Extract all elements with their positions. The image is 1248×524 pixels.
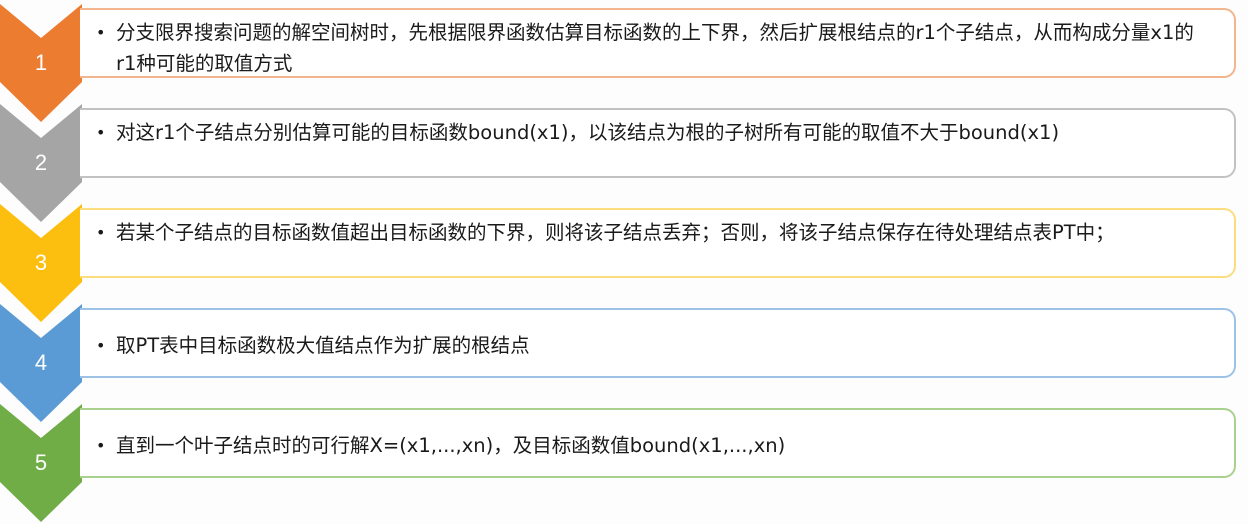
step-number: 1 — [34, 50, 48, 75]
bullet-icon: • — [96, 336, 106, 355]
step-description: 分支限界搜索问题的解空间树时，先根据限界函数估算目标函数的上下界，然后扩展根结点… — [116, 21, 1194, 75]
chevron-arrow-icon — [0, 4, 82, 122]
step-text-box: • 取PT表中目标函数极大值结点作为扩展的根结点 — [80, 308, 1236, 378]
chevron-arrow-icon — [0, 304, 82, 422]
step-4: 4 • 取PT表中目标函数极大值结点作为扩展的根结点 — [0, 304, 1248, 424]
bullet-icon: • — [96, 23, 106, 42]
bullet-icon: • — [96, 436, 106, 455]
step-3: 3 • 若某个子结点的目标函数值超出目标函数的下界，则将该子结点丢弃；否则，将该… — [0, 204, 1248, 324]
chevron-arrow-icon — [0, 204, 82, 322]
step-text-box: • 对这r1个子结点分别估算可能的目标函数bound(x1)，以该结点为根的子树… — [80, 108, 1236, 178]
bullet-icon: • — [96, 223, 106, 242]
step-1: 1 • 分支限界搜索问题的解空间树时，先根据限界函数估算目标函数的上下界，然后扩… — [0, 4, 1248, 124]
step-number: 2 — [34, 150, 48, 175]
step-number: 4 — [34, 350, 48, 375]
step-description: 取PT表中目标函数极大值结点作为扩展的根结点 — [116, 334, 530, 357]
chevron-arrow-icon — [0, 404, 82, 522]
bullet-icon: • — [96, 123, 106, 142]
step-text-box: • 分支限界搜索问题的解空间树时，先根据限界函数估算目标函数的上下界，然后扩展根… — [80, 8, 1236, 78]
step-description: 对这r1个子结点分别估算可能的目标函数bound(x1)，以该结点为根的子树所有… — [116, 121, 1060, 144]
step-5: 5 • 直到一个叶子结点时的可行解X=(x1,...,xn)，及目标函数值bou… — [0, 404, 1248, 524]
step-2: 2 • 对这r1个子结点分别估算可能的目标函数bound(x1)，以该结点为根的… — [0, 104, 1248, 224]
step-description: 若某个子结点的目标函数值超出目标函数的下界，则将该子结点丢弃；否则，将该子结点保… — [116, 221, 1115, 244]
step-text-box: • 若某个子结点的目标函数值超出目标函数的下界，则将该子结点丢弃；否则，将该子结… — [80, 208, 1236, 278]
step-description: 直到一个叶子结点时的可行解X=(x1,...,xn)，及目标函数值bound(x… — [116, 434, 786, 457]
step-number: 3 — [34, 250, 48, 275]
step-text-box: • 直到一个叶子结点时的可行解X=(x1,...,xn)，及目标函数值bound… — [80, 408, 1236, 478]
chevron-arrow-icon — [0, 104, 82, 222]
step-number: 5 — [34, 450, 48, 475]
